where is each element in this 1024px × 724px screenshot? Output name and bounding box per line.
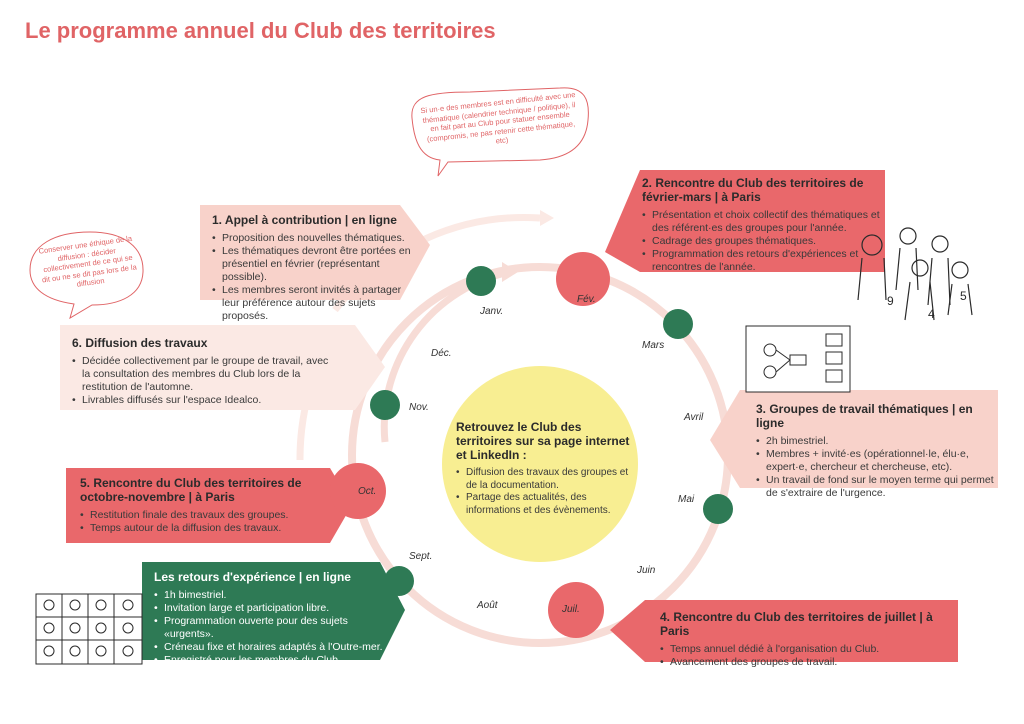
- box-octobre: 5. Rencontre du Club des territoires de …: [80, 476, 330, 535]
- month-dec: Déc.: [431, 348, 452, 359]
- box-juillet: 4. Rencontre du Club des territoires de …: [660, 610, 956, 669]
- box-retours-item: Programmation ouverte pour des sujets «u…: [164, 615, 394, 641]
- center-text: Retrouvez le Club des territoires sur sa…: [456, 420, 632, 517]
- box-groupes: 3. Groupes de travail thématiques | en l…: [756, 402, 996, 500]
- svg-text:9: 9: [887, 294, 894, 308]
- box-groupes-title: 3. Groupes de travail thématiques | en l…: [756, 402, 996, 430]
- box-juillet-item: Temps annuel dédié à l'organisation du C…: [670, 643, 956, 656]
- box-appel-item: Proposition des nouvelles thématiques.: [222, 232, 412, 245]
- month-nov: Nov.: [409, 402, 429, 413]
- box-octobre-item: Restitution finale des travaux des group…: [90, 509, 330, 522]
- outer-arc-top-arrowhead: [540, 210, 554, 226]
- marker-janv: [466, 266, 496, 296]
- box-juillet-item: Avancement des groupes de travail.: [670, 656, 956, 669]
- box-fevrier: 2. Rencontre du Club des territoires de …: [642, 176, 880, 274]
- box-retours-title: Les retours d'expérience | en ligne: [154, 570, 394, 584]
- box-appel: 1. Appel à contribution | en ligne Propo…: [212, 213, 412, 323]
- month-janv: Janv.: [480, 306, 503, 317]
- screen-illustration: [746, 326, 850, 392]
- marker-mars: [663, 309, 693, 339]
- month-fev: Fév.: [577, 294, 596, 305]
- box-appel-item: Les membres seront invités à partager le…: [222, 284, 412, 323]
- box-juillet-title: 4. Rencontre du Club des territoires de …: [660, 610, 956, 638]
- month-mars: Mars: [642, 340, 664, 351]
- box-octobre-title: 5. Rencontre du Club des territoires de …: [80, 476, 330, 504]
- video-grid-illustration: [36, 594, 142, 664]
- box-groupes-item: 2h bimestriel.: [766, 435, 996, 448]
- month-oct: Oct.: [358, 486, 376, 497]
- box-fevrier-item: Présentation et choix collectif des thém…: [652, 209, 880, 235]
- box-retours-item: Invitation large et participation libre.: [164, 602, 394, 615]
- box-retours-item: 1h bimestriel.: [164, 589, 394, 602]
- month-sept: Sept.: [409, 551, 432, 562]
- month-juin: Juin: [637, 565, 655, 576]
- box-retours-item: Enregistré pour les membres du Club.: [164, 654, 394, 667]
- box-appel-item: Les thématiques devront être portées en …: [222, 245, 412, 284]
- svg-text:4: 4: [928, 307, 935, 321]
- box-groupes-item: Membres + invité·es (opérationnel·le, él…: [766, 448, 996, 474]
- box-diffusion: 6. Diffusion des travaux Décidée collect…: [72, 336, 334, 407]
- box-octobre-item: Temps autour de la diffusion des travaux…: [90, 522, 330, 535]
- center-item: Partage des actualités, des informations…: [466, 492, 632, 517]
- box-retours-item: Créneau fixe et horaires adaptés à l'Out…: [164, 641, 394, 654]
- month-aout: Août: [477, 600, 498, 611]
- box-fevrier-item: Programmation des retours d'expériences …: [652, 248, 880, 274]
- month-avril: Avril: [684, 412, 703, 423]
- month-juil: Juil.: [562, 604, 580, 615]
- center-item: Diffusion des travaux des groupes et de …: [466, 467, 632, 492]
- box-groupes-item: Un travail de fond sur le moyen terme qu…: [766, 474, 996, 500]
- center-title: Retrouvez le Club des territoires sur sa…: [456, 420, 632, 462]
- box-fevrier-item: Cadrage des groupes thématiques.: [652, 235, 880, 248]
- month-mai: Mai: [678, 494, 694, 505]
- box-appel-title: 1. Appel à contribution | en ligne: [212, 213, 412, 227]
- box-retours: Les retours d'expérience | en ligne 1h b…: [154, 570, 394, 667]
- svg-text:5: 5: [960, 289, 967, 303]
- box-fevrier-title: 2. Rencontre du Club des territoires de …: [642, 176, 880, 204]
- marker-nov: [370, 390, 400, 420]
- box-diffusion-item: Décidée collectivement par le groupe de …: [82, 355, 334, 394]
- box-diffusion-title: 6. Diffusion des travaux: [72, 336, 334, 350]
- marker-mai: [703, 494, 733, 524]
- box-diffusion-item: Livrables diffusés sur l'espace Idealco.: [82, 394, 334, 407]
